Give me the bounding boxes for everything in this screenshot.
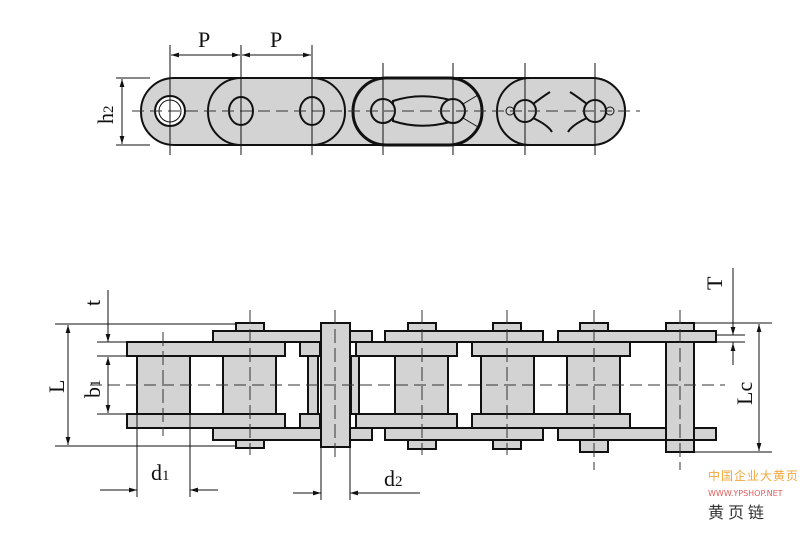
pitch-label: P [270, 27, 282, 52]
t-label: t [80, 300, 105, 306]
L-label: L [44, 380, 69, 393]
watermark-name: 黄页链 [708, 503, 769, 522]
h2-label: h2 [93, 106, 118, 125]
Lc-label: Lc [732, 382, 757, 405]
b1-label: b1 [80, 380, 105, 399]
side-view-chain: t L b1 d1 d2 T Lc [44, 268, 772, 500]
d1-label: d1 [151, 460, 170, 485]
inner-plates [126, 341, 631, 429]
d2-label: d2 [384, 466, 403, 491]
watermark-url: WWW.YPSHOP.NET [708, 489, 783, 498]
T-label: T [702, 276, 727, 290]
pitch-label: P [198, 27, 210, 52]
top-view-chain: P P h2 [93, 27, 640, 155]
watermark-title: 中国企业大黄页 [708, 469, 800, 483]
watermark: 中国企业大黄页 WWW.YPSHOP.NET 黄页链 [708, 468, 799, 524]
